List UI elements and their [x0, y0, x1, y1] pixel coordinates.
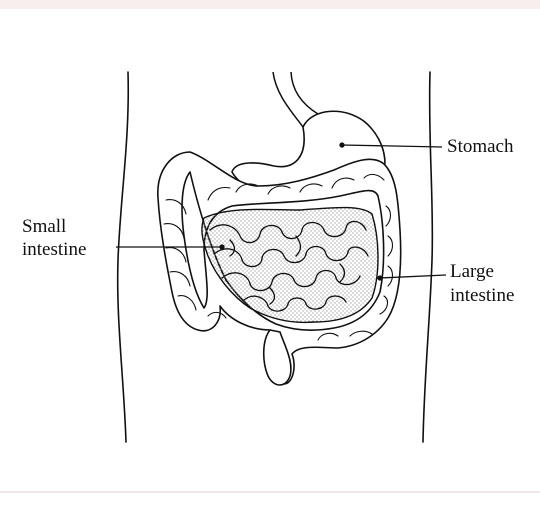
label-small-intestine-line2: intestine	[22, 239, 86, 261]
label-stomach: Stomach	[447, 136, 514, 158]
torso-left-edge	[118, 72, 129, 442]
label-large-intestine-line1: Large	[450, 261, 494, 283]
label-small-intestine-line1: Small	[22, 216, 66, 238]
label-large-intestine-line2: intestine	[450, 285, 514, 307]
torso-right-edge	[423, 72, 432, 442]
